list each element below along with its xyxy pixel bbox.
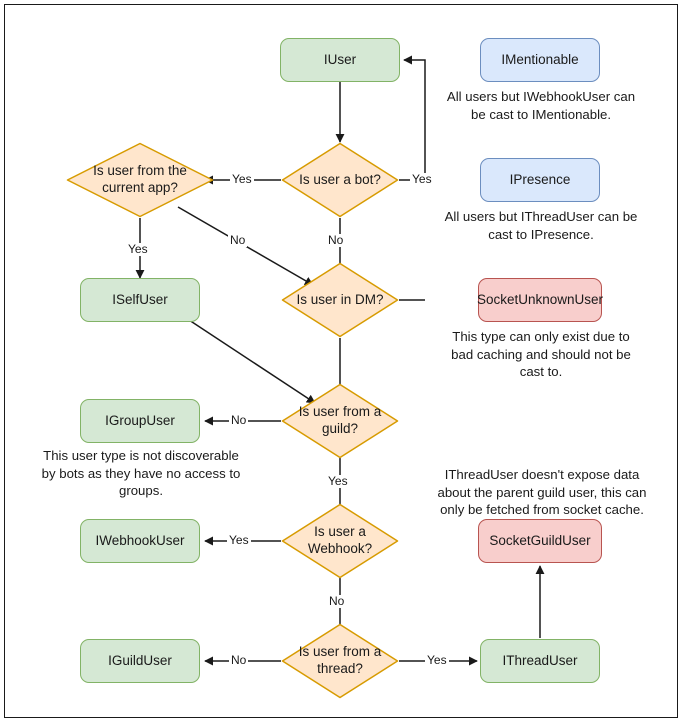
decision-is-bot-label: Is user a bot? (299, 171, 381, 187)
decision-from-current-app-shape (66, 142, 214, 218)
node-imentionable-label: IMentionable (501, 51, 579, 67)
decision-is-bot-shape (281, 142, 399, 218)
node-socketunknownuser[interactable]: SocketUnknownUser (476, 278, 604, 322)
node-igroupuser[interactable]: IGroupUser (80, 399, 200, 443)
decision-in-dm-label: Is user in DM? (296, 291, 384, 307)
node-iselfuser[interactable]: ISelfUser (80, 278, 200, 322)
edge-label-guild-no: No (229, 413, 249, 428)
edge-label-app-no: No (228, 233, 248, 248)
node-iuser-label: IUser (323, 51, 357, 67)
edge-isbot-yes-to-iuser (399, 55, 426, 181)
decision-in-dm[interactable]: Is user in DM? (281, 262, 399, 338)
note-imentionable: All users but IWebhookUser can be cast t… (446, 89, 636, 122)
decision-from-thread-shape (281, 623, 399, 699)
node-imentionable[interactable]: IMentionable (480, 38, 600, 82)
decision-is-bot[interactable]: Is user a bot? (281, 142, 399, 218)
decision-is-webhook-shape (281, 503, 399, 579)
decision-is-webhook-label: Is user a Webhook? (307, 524, 373, 556)
decision-in-dm-shape (281, 262, 399, 338)
note-socketunknownuser: This type can only exist due to bad cach… (451, 329, 631, 380)
node-iselfuser-label: ISelfUser (112, 291, 168, 307)
node-ithreaduser[interactable]: IThreadUser (480, 639, 600, 683)
edge-label-thread-no: No (229, 653, 249, 668)
node-ipresence-label: IPresence (509, 171, 571, 187)
note-ithreaduser: IThreadUser doesn't expose data about th… (437, 467, 647, 518)
node-iwebhookuser-label: IWebhookUser (95, 532, 185, 548)
edge-label-bot-yes: Yes (230, 172, 254, 187)
edge-label-app-yes: Yes (126, 242, 150, 257)
decision-from-guild-shape (281, 383, 399, 459)
edge-label-thread-yes: Yes (425, 653, 449, 668)
edge-label-dm-yes-rail: Yes (410, 172, 434, 187)
node-ithreaduser-label: IThreadUser (502, 652, 578, 668)
note-igroupuser: This user type is not discoverable by bo… (41, 448, 241, 499)
node-socketunknownuser-label: SocketUnknownUser (476, 291, 604, 307)
node-socketguilduser[interactable]: SocketGuildUser (478, 519, 602, 563)
node-iwebhookuser[interactable]: IWebhookUser (80, 519, 200, 563)
edge-label-guild-yes: Yes (326, 474, 350, 489)
edge-label-bot-no: No (326, 233, 346, 248)
decision-from-current-app[interactable]: Is user from the current app? (66, 142, 214, 218)
decision-from-thread-label: Is user from a thread? (298, 644, 382, 676)
node-socketguilduser-label: SocketGuildUser (489, 532, 591, 548)
note-ipresence: All users but IThreadUser can be cast to… (444, 209, 638, 242)
edge-label-webhook-yes: Yes (227, 533, 251, 548)
node-igroupuser-label: IGroupUser (105, 412, 175, 428)
node-iguilduser-label: IGuildUser (108, 652, 172, 668)
decision-from-thread[interactable]: Is user from a thread? (281, 623, 399, 699)
node-ipresence[interactable]: IPresence (480, 158, 600, 202)
decision-from-guild-label: Is user from a guild? (298, 404, 382, 436)
decision-from-current-app-label: Is user from the current app? (93, 163, 187, 195)
decision-is-webhook[interactable]: Is user a Webhook? (281, 503, 399, 579)
decision-from-guild[interactable]: Is user from a guild? (281, 383, 399, 459)
node-iuser[interactable]: IUser (280, 38, 400, 82)
edge-label-webhook-no: No (327, 594, 347, 609)
node-iguilduser[interactable]: IGuildUser (80, 639, 200, 683)
